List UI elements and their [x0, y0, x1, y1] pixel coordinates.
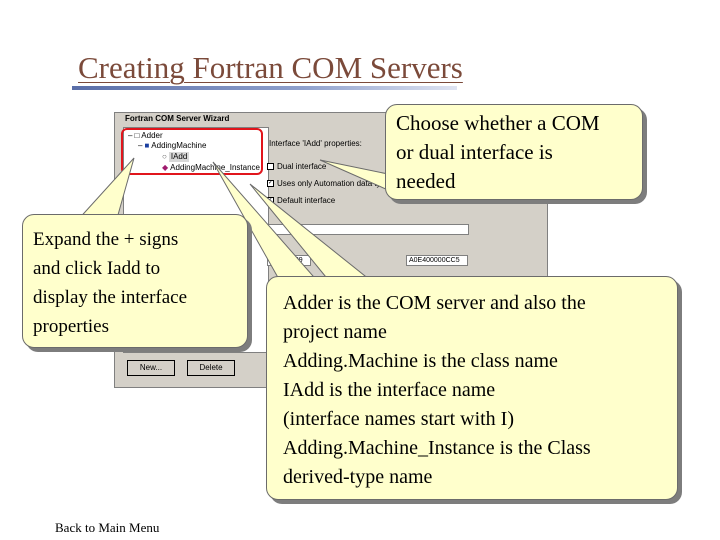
tree-item-addingmachine[interactable]: – ■ AddingMachine	[138, 141, 206, 151]
interface-icon: ○	[162, 152, 167, 161]
callout-text: Adder is the COM server and also the pro…	[283, 292, 591, 488]
expand-tree-callout: Expand the + signs and click Iadd to dis…	[22, 214, 248, 348]
tree-highlight-frame	[121, 128, 263, 175]
back-to-main-menu-link[interactable]: Back to Main Menu	[55, 520, 160, 535]
option-label: Dual interface	[277, 162, 327, 171]
iid-field[interactable]: A0E54029	[267, 255, 311, 266]
tree-item-iadd[interactable]: ○ IAdd	[162, 152, 190, 162]
dual-interface-checkbox[interactable]	[267, 163, 274, 170]
folder-icon: □	[134, 131, 140, 140]
iid-field-2[interactable]: A0E400000CC5	[406, 255, 468, 266]
naming-explanation-callout: Adder is the COM server and also the pro…	[266, 276, 678, 500]
collapse-toggle-icon[interactable]: –	[128, 131, 133, 140]
automation-types-option[interactable]: ✓ Uses only Automation data types	[267, 179, 394, 188]
tree-item-adder[interactable]: – □ Adder	[128, 131, 163, 141]
help-string-field[interactable]	[267, 224, 469, 235]
automation-types-checkbox[interactable]: ✓	[267, 180, 274, 187]
tree-item-label: AddingMachine	[151, 141, 207, 150]
option-label: Default interface	[277, 196, 336, 205]
class-icon: ■	[144, 141, 150, 150]
default-interface-checkbox[interactable]: ✓	[267, 197, 274, 204]
dual-interface-option[interactable]: Dual interface	[267, 162, 326, 171]
option-label: Uses only Automation data types	[277, 179, 394, 188]
new-button[interactable]: New...	[127, 360, 175, 376]
dual-interface-callout: Choose whether a COM or dual interface i…	[385, 104, 643, 200]
slide-title: Creating Fortran COM Servers	[78, 50, 463, 85]
tree-item-label: IAdd	[168, 152, 190, 162]
instance-icon: ◆	[162, 163, 169, 172]
collapse-toggle-icon[interactable]: –	[138, 141, 143, 150]
tree-item-label: Adder	[141, 131, 163, 140]
delete-button[interactable]: Delete	[187, 360, 235, 376]
default-interface-option[interactable]: ✓ Default interface	[267, 196, 335, 205]
iid-label: IID:	[267, 241, 280, 250]
title-underline-rule	[72, 86, 457, 90]
callout-text: Choose whether a COM or dual interface i…	[396, 111, 600, 193]
interface-properties-heading: Interface 'IAdd' properties:	[269, 139, 362, 148]
callout-text: Expand the + signs and click Iadd to dis…	[33, 229, 188, 337]
wizard-titlebar: Fortran COM Server Wizard	[125, 114, 230, 123]
